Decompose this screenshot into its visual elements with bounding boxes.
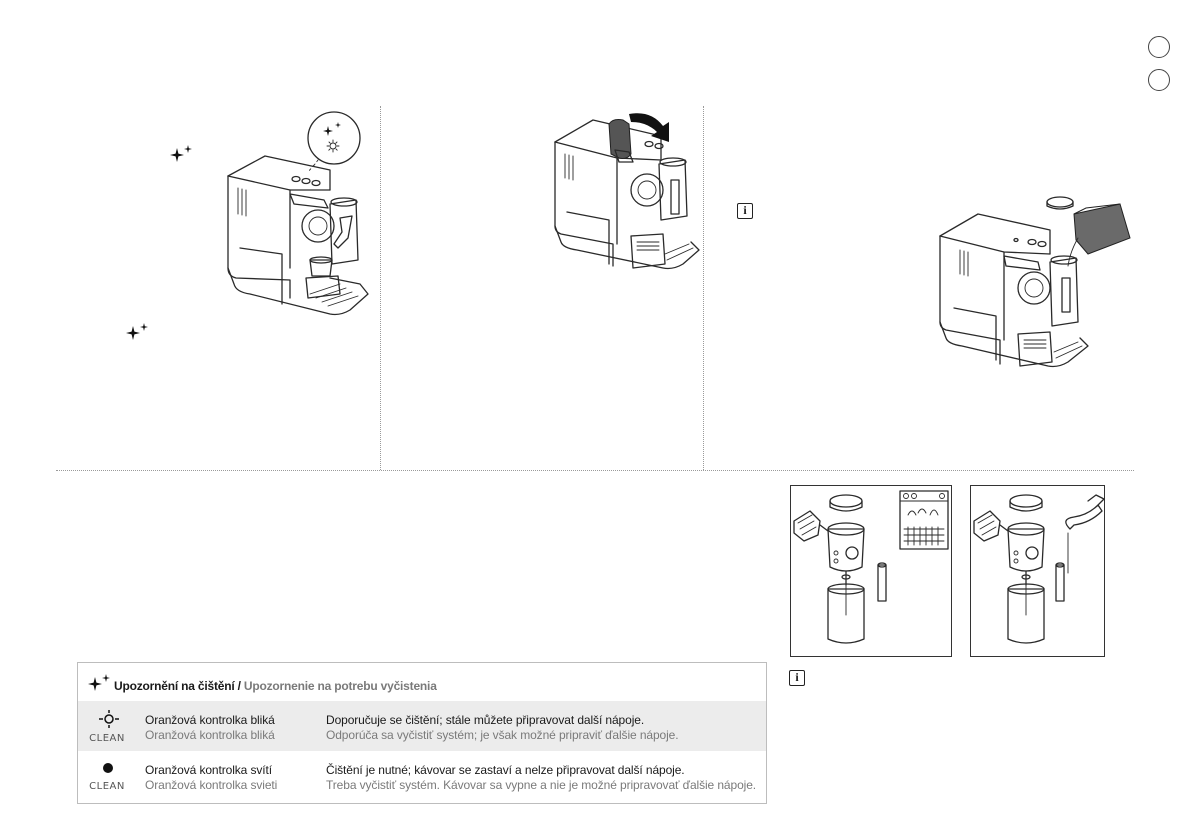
description-cz: Čištění je nutné; kávovar se zastaví a n… [326, 763, 685, 777]
language-circle-sk [1148, 69, 1170, 91]
state-cz: Oranžová kontrolka svítí [145, 763, 272, 777]
coffee-machine-illustration-clean-light [227, 111, 369, 316]
coffee-machine-illustration-fill-milk [939, 196, 1131, 368]
state-sk: Oranžová kontrolka bliká [145, 728, 275, 742]
description-sk: Odporúča sa vyčistiť systém; je však mož… [326, 728, 679, 742]
table-title: Upozornění na čištění / Upozornenie na p… [114, 679, 437, 693]
dishwasher-parts-illustration [790, 485, 952, 657]
table-header: Upozornění na čištění / Upozornenie na p… [78, 663, 766, 701]
state-cz: Oranžová kontrolka bliká [145, 713, 275, 727]
column-divider-1 [380, 106, 381, 470]
sparkle-icon [88, 674, 110, 691]
table-title-sk: Upozornenie na potrebu vyčistenia [243, 679, 437, 693]
description-cz: Doporučuje se čištění; stále můžete přip… [326, 713, 645, 727]
coffee-machine-illustration-lever-down [554, 113, 700, 270]
sparkle-icon [126, 323, 148, 340]
clean-label: CLEAN [89, 733, 125, 744]
sparkle-icon [170, 145, 192, 162]
cleaning-alert-table: Upozornění na čištění / Upozornenie na p… [77, 662, 767, 804]
milk-jug-parts-dishwasher-illustration [793, 490, 949, 644]
clean-label: CLEAN [89, 781, 125, 792]
clean-light-blinking-icon [99, 710, 119, 728]
table-row: CLEAN Oranžová kontrolka svítí Oranžová … [78, 753, 766, 803]
state-sk: Oranžová kontrolka svieti [145, 778, 278, 792]
table-row: CLEAN Oranžová kontrolka bliká Oranžová … [78, 701, 766, 751]
section-divider [56, 470, 1134, 471]
milk-jug-parts-spout-illustration [973, 494, 1105, 644]
info-icon: i [737, 203, 753, 219]
table-title-separator: / [234, 679, 244, 693]
language-circle-cz [1148, 36, 1170, 58]
description-sk: Treba vyčistiť systém. Kávovar sa vypne … [326, 778, 757, 792]
info-icon: i [789, 670, 805, 686]
clean-light-solid-icon [103, 763, 113, 773]
column-divider-2 [703, 106, 704, 470]
table-title-cz: Upozornění na čištění [114, 679, 235, 693]
